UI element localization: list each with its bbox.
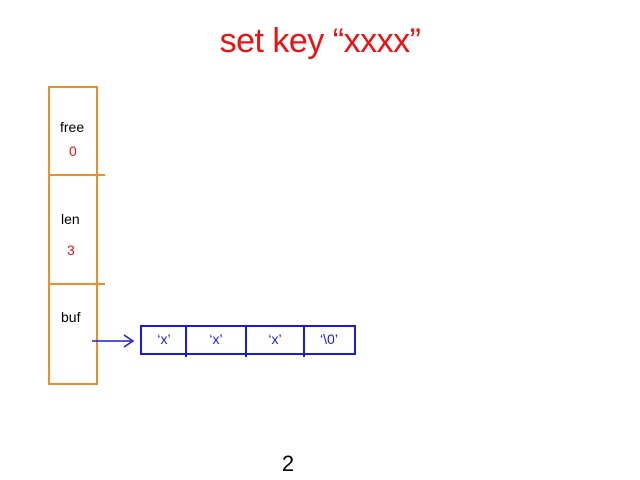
page-number: 2 [281,451,295,476]
buffer-cell-1: ‘x’ [186,325,246,355]
field-value-free: 0 [69,143,77,159]
field-value-len: 3 [67,242,75,258]
field-label-free: free [60,119,85,135]
buffer-cell-separator [303,325,305,357]
field-label-buf: buf [61,309,81,325]
buffer-cell-2: ‘x’ [246,325,304,355]
struct-divider-free-len [48,174,105,176]
struct-divider-len-buf [48,283,105,285]
buffer-cell-0: ‘x’ [140,325,186,355]
arrow-head [123,334,135,348]
buffer-cell-separator [245,325,247,357]
sds-struct-box [48,86,98,385]
buffer-cell-3: ‘\0’ [304,325,356,355]
buffer-cell-separator [185,325,187,357]
field-label-len: len [61,211,80,227]
slide-title: set key “xxxx” [219,22,421,60]
